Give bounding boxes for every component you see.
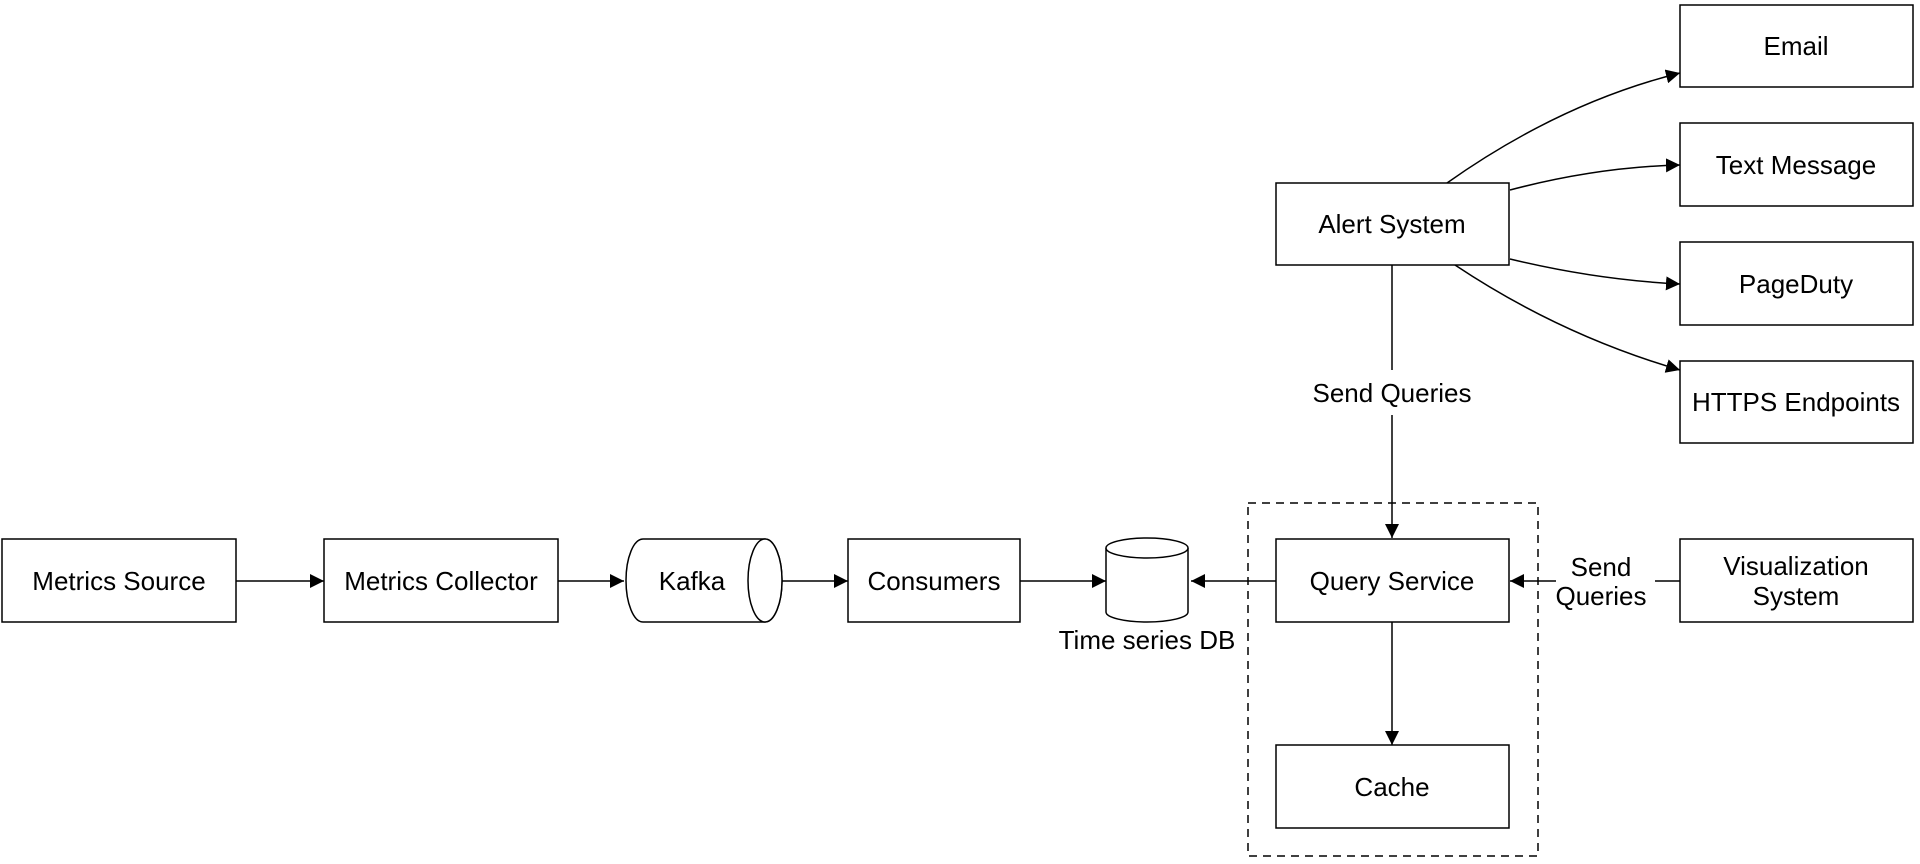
cache-node: Cache bbox=[1275, 744, 1510, 829]
cache-label: Cache bbox=[1354, 772, 1429, 802]
visualization-system-label-line1: Visualization bbox=[1723, 551, 1869, 581]
consumers-node: Consumers bbox=[847, 538, 1021, 623]
https-endpoints-node: HTTPS Endpoints bbox=[1679, 360, 1914, 444]
time-series-db-label: Time series DB bbox=[1059, 625, 1236, 655]
https-endpoints-label: HTTPS Endpoints bbox=[1692, 387, 1900, 417]
visualization-system-node: Visualization System bbox=[1679, 538, 1914, 623]
kafka-label: Kafka bbox=[659, 566, 726, 596]
text-message-label: Text Message bbox=[1716, 150, 1876, 180]
edge-alert-to-text-message bbox=[1509, 158, 1681, 191]
consumers-label: Consumers bbox=[868, 566, 1001, 596]
edge-label-send-visualization: Send bbox=[1571, 552, 1632, 582]
alert-system-label: Alert System bbox=[1318, 209, 1465, 239]
metrics-collector-label: Metrics Collector bbox=[344, 566, 538, 596]
email-label: Email bbox=[1763, 31, 1828, 61]
email-node: Email bbox=[1679, 4, 1914, 88]
query-service-group-boundary bbox=[1247, 502, 1539, 857]
time-series-db-node: Time series DB bbox=[1059, 537, 1236, 655]
metrics-source-node: Metrics Source bbox=[1, 538, 237, 623]
metrics-collector-node: Metrics Collector bbox=[323, 538, 559, 623]
pageduty-node: PageDuty bbox=[1679, 241, 1914, 326]
edge-label-queries-visualization: Queries bbox=[1555, 581, 1646, 611]
edge-alert-to-https bbox=[1454, 264, 1681, 373]
edge-alert-to-pageduty bbox=[1509, 258, 1681, 291]
alert-system-node: Alert System bbox=[1275, 182, 1510, 266]
kafka-node: Kafka bbox=[625, 538, 783, 623]
query-service-node: Query Service bbox=[1275, 538, 1510, 623]
visualization-system-label-line2: System bbox=[1753, 581, 1840, 611]
query-service-label: Query Service bbox=[1310, 566, 1475, 596]
metrics-source-label: Metrics Source bbox=[32, 566, 205, 596]
edge-label-send-queries-alert: Send Queries bbox=[1313, 378, 1472, 408]
text-message-node: Text Message bbox=[1679, 122, 1914, 207]
edge-alert-to-email bbox=[1446, 69, 1681, 184]
pageduty-label: PageDuty bbox=[1739, 269, 1853, 299]
